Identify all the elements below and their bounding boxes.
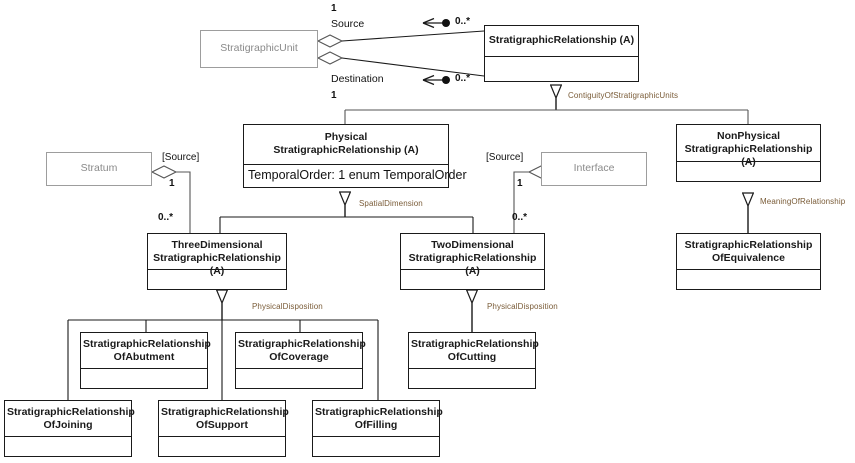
compartment-divider xyxy=(677,161,820,162)
compartment-divider xyxy=(148,269,286,270)
compartment-divider xyxy=(485,56,638,57)
class-title: Interface xyxy=(573,162,615,174)
class-title-line1: TwoDimensional xyxy=(431,239,514,251)
class-nonphysical-stratigraphic-relationship[interactable]: NonPhysical StratigraphicRelationship (A… xyxy=(676,124,821,182)
generalization-physical-disposition-left xyxy=(67,303,379,400)
role-interface-source: [Source] xyxy=(486,152,524,163)
role-destination: Destination xyxy=(331,73,384,85)
class-title: StratigraphicRelationship OfFilling xyxy=(313,401,443,436)
class-interface[interactable]: Interface xyxy=(541,152,647,186)
class-title: TwoDimensional StratigraphicRelationship… xyxy=(401,234,544,277)
class-stratigraphic-relationship-of-joining[interactable]: StratigraphicRelationship OfJoining xyxy=(4,400,135,458)
class-title: StratigraphicRelationship (A) xyxy=(488,34,635,46)
edge-label-contiguity-of-stratigraphic-units: ContiguityOfStratigraphicUnits xyxy=(568,91,679,100)
class-title-line1: StratigraphicRelationship xyxy=(7,406,135,418)
class-title: StratigraphicRelationship OfJoining xyxy=(5,401,135,436)
attributes-compartment xyxy=(159,437,285,458)
edge-label-spatial-dimension: SpatialDimension xyxy=(359,199,423,208)
class-stratigraphic-relationship-of-abutment[interactable]: StratigraphicRelationship OfAbutment xyxy=(80,332,211,390)
class-title: Stratum xyxy=(80,162,118,174)
role-source: Source xyxy=(331,18,365,30)
compartment-divider xyxy=(677,269,820,270)
multiplicity-destination-one: 1 xyxy=(331,90,337,101)
attributes-compartment xyxy=(236,369,362,390)
generalization-contiguity xyxy=(344,98,749,124)
class-stratigraphic-relationship-of-coverage[interactable]: StratigraphicRelationship OfCoverage xyxy=(235,332,366,390)
class-title: StratigraphicRelationship OfCutting xyxy=(409,333,539,368)
multiplicity-destination-many: 0..* xyxy=(455,73,471,84)
class-title: Physical StratigraphicRelationship (A) xyxy=(244,125,448,164)
class-title-line2: OfFilling xyxy=(354,419,398,431)
class-stratigraphic-relationship[interactable]: StratigraphicRelationship (A) xyxy=(484,25,639,82)
class-title-line2: OfSupport xyxy=(196,419,248,431)
association-stratum-source xyxy=(150,165,191,233)
class-physical-stratigraphic-relationship[interactable]: Physical StratigraphicRelationship (A) T… xyxy=(243,124,467,188)
compartment-divider xyxy=(409,368,535,369)
multiplicity-interface-many: 0..* xyxy=(512,212,528,223)
edge-label-meaning-of-relationship: MeaningOfRelationship xyxy=(760,197,846,206)
class-title-line1: StratigraphicRelationship xyxy=(315,406,443,418)
multiplicity-stratum-many: 0..* xyxy=(158,212,174,223)
class-stratigraphic-relationship-of-support[interactable]: StratigraphicRelationship OfSupport xyxy=(158,400,289,458)
class-title-line2: StratigraphicRelationship (A) xyxy=(153,252,281,277)
class-title: NonPhysical StratigraphicRelationship (A… xyxy=(677,125,820,168)
class-title-line2: OfCutting xyxy=(447,351,497,363)
attributes-compartment xyxy=(409,369,535,390)
class-title-line1: StratigraphicRelationship xyxy=(411,338,539,350)
association-destination xyxy=(316,51,485,86)
class-stratum[interactable]: Stratum xyxy=(46,152,152,186)
class-title: StratigraphicRelationship OfEquivalence xyxy=(677,234,820,269)
class-title-line1: ThreeDimensional xyxy=(171,239,263,251)
class-title-line2: StratigraphicRelationship (A) xyxy=(273,144,419,156)
class-title-line2: OfAbutment xyxy=(113,351,175,363)
class-title-line2: OfCoverage xyxy=(269,351,329,363)
compartment-divider xyxy=(159,436,285,437)
class-title-line1: StratigraphicRelationship xyxy=(238,338,366,350)
attributes-compartment xyxy=(5,437,131,458)
class-title-line1: StratigraphicRelationship xyxy=(83,338,211,350)
compartment-divider xyxy=(401,269,544,270)
role-stratum-source: [Source] xyxy=(162,152,200,163)
multiplicity-interface-one: 1 xyxy=(517,178,523,189)
class-title-line2: OfJoining xyxy=(43,419,93,431)
class-stratigraphic-unit[interactable]: StratigraphicUnit xyxy=(200,30,318,68)
class-twodimensional-stratigraphic-relationship[interactable]: TwoDimensional StratigraphicRelationship… xyxy=(400,233,545,290)
generalization-spatial-dimension xyxy=(219,205,474,233)
class-threedimensional-stratigraphic-relationship[interactable]: ThreeDimensional StratigraphicRelationsh… xyxy=(147,233,287,290)
edge-label-physical-disposition-left: PhysicalDisposition xyxy=(252,302,323,311)
attribute-temporal-order: TemporalOrder: 1 enum TemporalOrder xyxy=(248,168,467,182)
association-source xyxy=(316,17,485,48)
class-title: ThreeDimensional StratigraphicRelationsh… xyxy=(148,234,286,277)
compartment-divider xyxy=(244,164,448,165)
class-stratigraphic-relationship-of-equivalence[interactable]: StratigraphicRelationship OfEquivalence xyxy=(676,233,821,290)
class-stratigraphic-relationship-of-cutting[interactable]: StratigraphicRelationship OfCutting xyxy=(408,332,539,390)
attributes-compartment xyxy=(313,437,439,458)
class-title: StratigraphicUnit xyxy=(220,42,298,54)
edge-label-physical-disposition-right: PhysicalDisposition xyxy=(487,302,558,311)
class-title-line2: StratigraphicRelationship (A) xyxy=(408,252,537,277)
class-title: StratigraphicRelationship OfSupport xyxy=(159,401,289,436)
class-stratigraphic-relationship-of-filling[interactable]: StratigraphicRelationship OfFilling xyxy=(312,400,443,458)
class-title: StratigraphicRelationship OfAbutment xyxy=(81,333,211,368)
class-title-line1: StratigraphicRelationship xyxy=(161,406,289,418)
attributes-compartment xyxy=(485,57,638,83)
multiplicity-source-one: 1 xyxy=(331,3,337,14)
class-title: StratigraphicRelationship OfCoverage xyxy=(236,333,366,368)
multiplicity-source-many: 0..* xyxy=(455,16,471,27)
compartment-divider xyxy=(236,368,362,369)
compartment-divider xyxy=(81,368,207,369)
attributes-compartment xyxy=(677,270,820,291)
compartment-divider xyxy=(313,436,439,437)
compartment-divider xyxy=(5,436,131,437)
class-title-line1: Physical xyxy=(324,131,368,143)
class-title-line2: OfEquivalence xyxy=(712,252,785,264)
class-title-line2: StratigraphicRelationship (A) xyxy=(684,143,813,168)
multiplicity-stratum-one: 1 xyxy=(169,178,175,189)
class-title-line1: StratigraphicRelationship xyxy=(684,239,813,251)
class-title-line1: NonPhysical xyxy=(716,130,781,142)
attributes-compartment xyxy=(81,369,207,390)
